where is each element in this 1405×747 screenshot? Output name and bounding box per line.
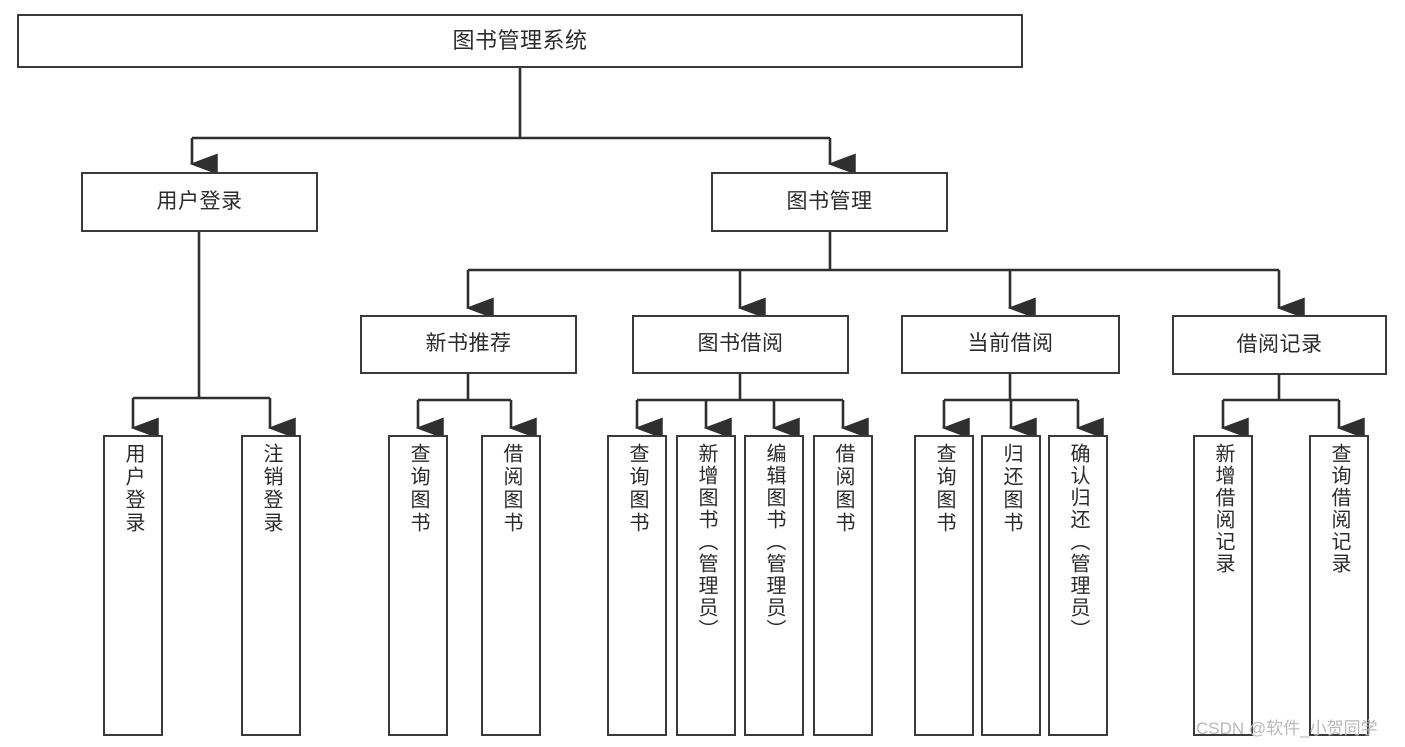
node-borrow-record[interactable]: 借阅记录: [1172, 315, 1387, 375]
node-user-login[interactable]: 用户登录: [81, 172, 318, 232]
node-label: 用户登录: [122, 443, 144, 535]
node-label: 借阅记录: [1236, 332, 1323, 356]
node-label: 图书管理: [786, 189, 873, 213]
leaf-query-book-current[interactable]: 查询图书: [914, 435, 974, 736]
node-root-book-management-system[interactable]: 图书管理系统: [17, 14, 1023, 68]
node-label: 确认归还（管理员）: [1067, 443, 1089, 641]
node-label: 新增借阅记录: [1212, 443, 1234, 575]
leaf-logout-login[interactable]: 注销登录: [241, 435, 301, 736]
csdn-watermark: CSDN @软件_小贺同学: [1196, 719, 1378, 738]
node-current-borrow[interactable]: 当前借阅: [901, 315, 1120, 374]
node-book-management[interactable]: 图书管理: [711, 172, 948, 232]
leaf-query-book-recommend[interactable]: 查询图书: [388, 435, 448, 736]
leaf-query-book-borrow[interactable]: 查询图书: [607, 435, 667, 736]
node-new-book-recommend[interactable]: 新书推荐: [360, 315, 577, 374]
leaf-query-borrow-record[interactable]: 查询借阅记录: [1309, 435, 1369, 736]
node-label: 新书推荐: [425, 332, 512, 356]
node-label: 借阅图书: [832, 443, 854, 535]
node-label: 查询图书: [933, 443, 955, 535]
node-label: 当前借阅: [967, 332, 1054, 356]
node-label: 查询借阅记录: [1328, 443, 1350, 575]
node-label: 查询图书: [407, 443, 429, 535]
node-book-borrow[interactable]: 图书借阅: [632, 315, 849, 374]
leaf-user-login[interactable]: 用户登录: [103, 435, 163, 736]
leaf-add-book-admin[interactable]: 新增图书（管理员）: [676, 435, 736, 736]
node-label: 归还图书: [1000, 443, 1022, 535]
node-label: 图书借阅: [697, 332, 784, 356]
node-label: 新增图书（管理员）: [695, 443, 717, 641]
node-label: 编辑图书（管理员）: [763, 443, 785, 641]
leaf-add-borrow-record[interactable]: 新增借阅记录: [1193, 435, 1253, 736]
node-label: 查询图书: [626, 443, 648, 535]
leaf-borrow-book[interactable]: 借阅图书: [813, 435, 873, 736]
leaf-borrow-book-recommend[interactable]: 借阅图书: [481, 435, 541, 736]
leaf-confirm-return-admin[interactable]: 确认归还（管理员）: [1048, 435, 1108, 736]
node-label: 借阅图书: [500, 443, 522, 535]
node-label: 图书管理系统: [452, 28, 588, 54]
leaf-edit-book-admin[interactable]: 编辑图书（管理员）: [744, 435, 804, 736]
node-label: 用户登录: [156, 189, 243, 213]
leaf-return-book[interactable]: 归还图书: [981, 435, 1041, 736]
node-label: 注销登录: [260, 443, 282, 535]
